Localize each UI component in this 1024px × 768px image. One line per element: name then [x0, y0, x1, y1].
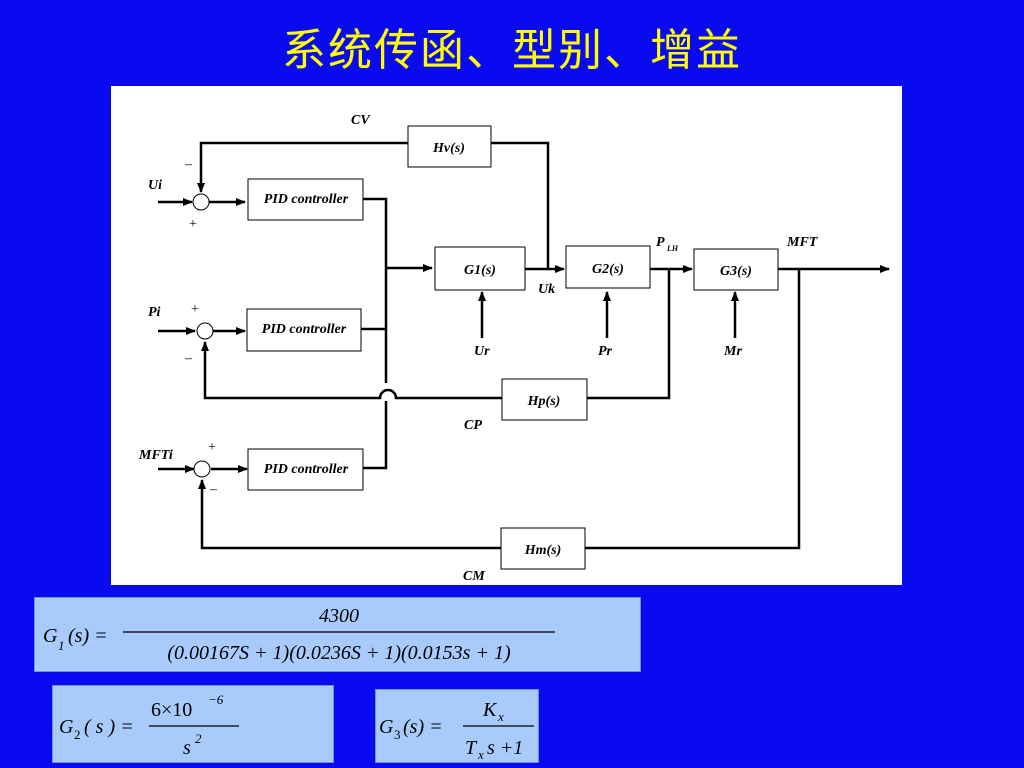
block-hm: Hm(s) [500, 527, 586, 570]
formula-g3-num-sub: x [497, 709, 504, 724]
block-pid-3-label: PID controller [264, 462, 349, 477]
wire-hv-to-sum1 [197, 141, 408, 193]
formula-g1-denominator: (0.00167S + 1)(0.0236S + 1)(0.0153s + 1) [167, 642, 511, 664]
signal-ui: Ui [148, 178, 162, 193]
formula-g2-lhs-sub: 2 [74, 727, 81, 742]
formula-g3-svg: G 3 (s) = K x T x s +1 [379, 699, 534, 762]
formula-g2-den-exp: 2 [195, 731, 202, 746]
wire-hp-to-sum2 [201, 341, 502, 400]
signal-plh: P [656, 235, 665, 250]
sign-sum3-bottom: – [209, 482, 218, 497]
signal-mft: MFT [786, 235, 819, 250]
formula-g1-lhs-sub: 1 [58, 638, 65, 653]
formula-g1-numerator: 4300 [319, 605, 359, 627]
formula-g3-num-main: K [482, 699, 498, 721]
formula-g1-lhs-rest: (s) = [68, 625, 108, 647]
formula-g1-svg: G 1 (s) = 4300 (0.00167S + 1)(0.0236S + … [43, 605, 555, 664]
sign-sum2-bottom: – [184, 351, 193, 366]
signal-cp: CP [464, 418, 482, 433]
formula-g2-lhs-rest: ( s ) = [84, 716, 134, 738]
signal-mfti: MFTi [138, 448, 173, 463]
formula-g3-den-main: T [465, 737, 478, 759]
block-g1-label: G1(s) [464, 263, 496, 278]
wire-hm-feedback [585, 269, 801, 550]
formula-g2-svg: G 2 ( s ) = 6×10 −6 s 2 [59, 692, 239, 759]
sign-sum1-bottom: + [189, 217, 197, 232]
signal-mr: Mr [723, 344, 742, 359]
summing-junction-2 [196, 322, 214, 340]
block-hv-label: Hv(s) [432, 141, 465, 156]
block-g2-label: G2(s) [592, 262, 624, 277]
slide-title: 系统传函、型别、增益 [282, 25, 742, 76]
signal-plh-sub: LH [666, 244, 679, 253]
formula-g3-den-sub: x [477, 747, 484, 762]
block-pid-1-label: PID controller [264, 192, 349, 207]
wire-hv-feedback [491, 141, 550, 269]
formula-g1-lhs: G [43, 625, 58, 647]
signal-pr: Pr [598, 344, 613, 359]
block-pid-2: PID controller [246, 308, 362, 352]
block-diagram-svg: Hv(s) PID controller PID controller PID … [138, 113, 890, 584]
block-g3: G3(s) [693, 248, 779, 291]
wire-pid1-out-lower [363, 401, 388, 470]
block-hp-label: Hp(s) [527, 394, 561, 409]
summing-junction-1 [192, 193, 210, 211]
block-hp: Hp(s) [501, 378, 588, 421]
signal-uk: Uk [538, 282, 555, 297]
block-pid-3: PID controller [247, 448, 364, 491]
signal-ur: Ur [474, 344, 490, 359]
formula-g2-lhs: G [59, 716, 74, 738]
signal-cm: CM [463, 569, 485, 584]
wire-hm-to-sum3 [198, 479, 501, 550]
formula-g2-num-coef: 6×10 [151, 699, 192, 721]
block-hm-label: Hm(s) [524, 543, 562, 558]
block-g3-label: G3(s) [720, 264, 752, 279]
wire-pid1-out [363, 197, 388, 383]
block-g1: G1(s) [434, 246, 526, 291]
summing-junction-3 [193, 460, 211, 478]
sign-sum3-top: + [208, 440, 216, 455]
formula-g3: G 3 (s) = K x T x s +1 [375, 689, 539, 763]
formula-g2: G 2 ( s ) = 6×10 −6 s 2 [52, 685, 334, 763]
sign-sum2-top: + [191, 302, 199, 317]
wire-hp-feedback [587, 269, 671, 400]
formula-g3-lhs: G [379, 716, 394, 738]
block-pid-1: PID controller [247, 178, 364, 221]
formula-g1: G 1 (s) = 4300 (0.00167S + 1)(0.0236S + … [34, 597, 641, 672]
block-hv: Hv(s) [407, 125, 492, 168]
formula-g2-den-main: s [183, 737, 191, 759]
block-pid-2-label: PID controller [262, 322, 347, 337]
signal-cv: CV [351, 113, 371, 128]
formula-g3-lhs-sub: 3 [394, 727, 401, 742]
formula-g3-den-rest: s +1 [487, 737, 523, 759]
sign-sum1-top: – [184, 157, 193, 172]
formula-g3-lhs-rest: (s) = [403, 716, 443, 738]
block-diagram: Hv(s) PID controller PID controller PID … [111, 86, 902, 585]
block-g2: G2(s) [565, 245, 651, 289]
formula-g2-num-exp: −6 [208, 692, 224, 707]
signal-pi: Pi [148, 305, 161, 320]
